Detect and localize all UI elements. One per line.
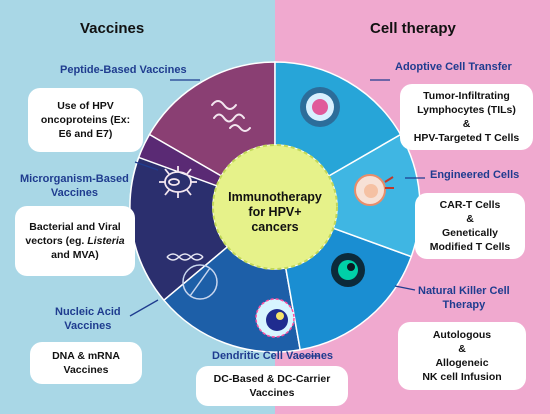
nucleic-acid-vaccines-label: Nucleic Acid Vaccines	[55, 306, 121, 332]
peptide-chain-icon	[211, 100, 251, 132]
adoptive-cell-transfer-box: Tumor-Infiltrating Lymphocytes (TILs) & …	[400, 84, 533, 150]
engineered-t-cell-icon	[354, 174, 394, 206]
microorganism-connector	[134, 161, 159, 171]
center-circle	[212, 144, 338, 270]
adoptive-cell-transfer-label: Adoptive Cell Transfer	[395, 61, 512, 73]
engineered-cells-box: CAR-T Cells & Genetically Modified T Cel…	[415, 193, 525, 259]
dna-mrna-icon	[166, 253, 218, 300]
nucleic-acid-vaccines-box: DNA & mRNA Vaccines	[30, 342, 142, 384]
bacteria-virus-icon	[159, 166, 197, 198]
microorganism-vaccines-box: Bacterial and Viral vectors (eg. Listeri…	[15, 206, 135, 276]
vaccines-heading: Vaccines	[80, 20, 145, 37]
tumor-cell-icon	[300, 87, 340, 127]
microorganism-vaccines-label: Microrganism-Based Vaccines	[20, 173, 129, 199]
dendritic-cell-vaccines-label: Dendritic Cell Vaccines	[212, 350, 334, 362]
peptide-vaccines-box: Use of HPV oncoproteins (Ex: E6 and E7)	[28, 88, 143, 152]
nk-cell-icon	[331, 253, 365, 287]
cell-therapy-heading: Cell therapy	[370, 20, 456, 37]
nk-cell-therapy-box: Autologous & Allogeneic NK cell Infusion	[398, 322, 526, 390]
nk-cell-therapy-label: Natural Killer Cell Therapy	[418, 285, 510, 311]
dendritic-cell-vaccines-box: DC-Based & DC-Carrier Vaccines	[196, 366, 348, 406]
nucleic-connector	[129, 299, 159, 317]
center-title: Immunotherapy for HPV+ cancers	[228, 190, 322, 234]
nk-connector	[394, 285, 416, 291]
engineered-cells-label: Engineered Cells	[430, 169, 520, 181]
peptide-vaccines-label: Peptide-Based Vaccines	[60, 64, 187, 76]
dendritic-cell-icon	[255, 298, 295, 338]
